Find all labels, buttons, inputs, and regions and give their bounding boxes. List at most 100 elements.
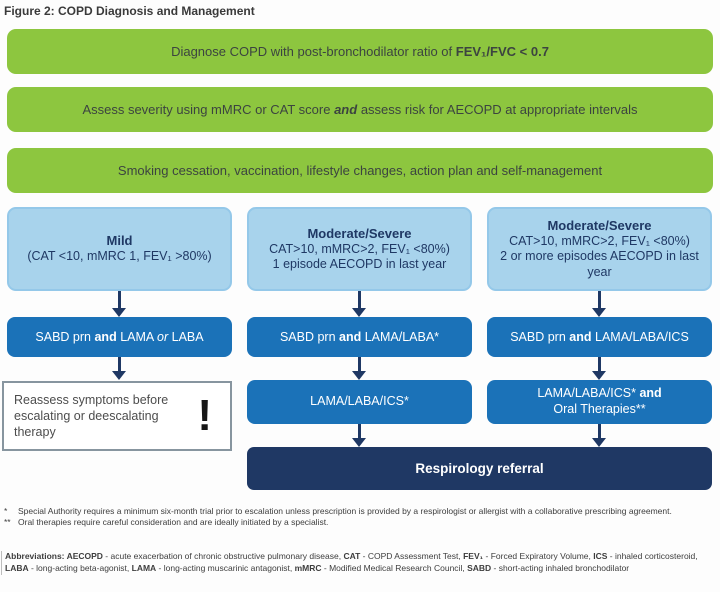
arrow-stem: [357, 291, 361, 308]
reassess-warning-box: Reassess symptoms before escalating or d…: [2, 381, 232, 451]
abbr-def: - COPD Assessment Test,: [360, 551, 464, 561]
text-segment: SABD prn: [510, 330, 570, 344]
footnote-text: Oral therapies require careful considera…: [18, 517, 329, 528]
down-arrow: [592, 357, 606, 380]
figure-title: Figure 2: COPD Diagnosis and Management: [4, 4, 255, 18]
arrow-stem: [597, 291, 601, 308]
abbr-term: FEV₁: [463, 551, 484, 561]
treatment-box-moderate-2: SABD prn and LAMA/LABA/ICS: [487, 317, 712, 357]
text-segment: assess risk for AECOPD at appropriate in…: [357, 102, 638, 117]
escalation-box-moderate-1: LAMA/LABA/ICS*: [247, 380, 472, 424]
abbr-term: ICS: [593, 551, 608, 561]
text-segment: LAMA/LABA/ICS: [591, 330, 689, 344]
text-segment-bold: and: [94, 330, 117, 344]
footnotes: * Special Authority requires a minimum s…: [4, 506, 706, 529]
text-segment: LAMA: [116, 330, 158, 344]
down-arrow: [592, 291, 606, 317]
abbr-def: - acute exacerbation of chronic obstruct…: [102, 551, 344, 561]
arrow-head: [592, 308, 606, 317]
text-segment-bold-italic: and: [334, 102, 358, 117]
arrow-stem: [357, 357, 361, 371]
text-segment-bold: and: [569, 330, 592, 344]
abbr-term: mMRC: [294, 562, 322, 573]
reassess-text: Reassess symptoms before escalating or d…: [14, 392, 169, 440]
footnote-text: Special Authority requires a minimum six…: [18, 506, 672, 516]
abbreviations-block: Abbreviations: AECOPD - acute exacerbati…: [1, 551, 705, 575]
escalation-text: LAMA/LABA/ICS*: [310, 394, 409, 410]
arrow-stem: [357, 424, 361, 438]
criteria-box-mild: Mild (CAT <10, mMRC 1, FEV₁ >80%): [7, 207, 232, 291]
footnote-marker: *: [4, 506, 8, 516]
text-segment-italic: or: [157, 330, 169, 344]
criteria-line: CAT>10, mMRC>2, FEV₁ <80%): [269, 241, 450, 256]
step-assess-text: Assess severity using mMRC or CAT score …: [82, 102, 637, 117]
text-segment: Oral Therapies**: [553, 402, 646, 416]
down-arrow: [352, 357, 366, 380]
criteria-box-moderate-2: Moderate/Severe CAT>10, mMRC>2, FEV₁ <80…: [487, 207, 712, 291]
treatment-box-moderate-1: SABD prn and LAMA/LABA*: [247, 317, 472, 357]
criteria-line: CAT>10, mMRC>2, FEV₁ <80%): [509, 234, 690, 249]
text-segment: LAMA/LABA/ICS*: [537, 386, 640, 401]
abbr-def: - Modified Medical Research Council,: [321, 562, 468, 573]
criteria-line: 1 episode AECOPD in last year: [272, 256, 447, 271]
abbr-def: - long-acting beta-agonist,: [28, 562, 132, 573]
abbr-def: - Forced Expiratory Volume,: [483, 551, 594, 561]
criteria-line: 2 or more episodes AECOPD in last year: [500, 249, 699, 279]
treatment-text: SABD prn and LAMA/LABA/ICS: [510, 330, 689, 344]
arrow-stem: [597, 357, 601, 371]
down-arrow: [592, 424, 606, 447]
text-segment: Assess severity using mMRC or CAT score: [82, 102, 335, 117]
arrow-head: [352, 371, 366, 380]
text-segment: LAMA/LABA*: [361, 330, 440, 344]
abbr-def: - inhaled corticosteroid,: [607, 551, 698, 561]
footnote-1: * Special Authority requires a minimum s…: [4, 506, 706, 517]
treatment-text: SABD prn and LAMA/LABA*: [280, 330, 439, 344]
footnote-2: ** Oral therapies require careful consid…: [4, 517, 706, 528]
text-segment: SABD prn: [35, 330, 95, 344]
abbr-def: - long-acting muscarinic antagonist,: [156, 562, 295, 573]
abbr-term: CAT: [343, 551, 361, 561]
arrow-head: [592, 438, 606, 447]
step-lifestyle-text: Smoking cessation, vaccination, lifestyl…: [118, 163, 602, 178]
arrow-head: [352, 438, 366, 447]
referral-box: Respirology referral: [247, 447, 712, 490]
treatment-text: SABD prn and LAMA or LABA: [35, 330, 203, 344]
severity-title: Mild: [106, 233, 133, 249]
text-segment: SABD prn: [279, 330, 339, 344]
arrow-head: [352, 308, 366, 317]
arrow-head: [112, 371, 126, 380]
abbr-def: - short-acting inhaled bronchodilator: [491, 562, 630, 573]
footnote-marker: **: [4, 517, 11, 528]
abbr-term: SABD: [467, 562, 492, 573]
abbr-term: LAMA: [131, 562, 157, 573]
arrow-stem: [597, 424, 601, 438]
abbr-term: LABA: [5, 562, 29, 573]
referral-label: Respirology referral: [415, 461, 544, 476]
arrow-stem: [117, 291, 121, 308]
text-segment-bold: FEV₁/FVC < 0.7: [455, 44, 549, 59]
text-segment: LABA: [168, 330, 204, 344]
down-arrow: [352, 291, 366, 317]
criteria-line: (CAT <10, mMRC 1, FEV₁ >80%): [27, 249, 212, 264]
step-diagnose-text: Diagnose COPD with post-bronchodilator r…: [171, 44, 549, 59]
text-segment: Smoking cessation, vaccination, lifestyl…: [117, 163, 603, 178]
text-segment: Diagnose COPD with post-bronchodilator r…: [171, 44, 456, 59]
arrow-head: [592, 371, 606, 380]
arrow-head: [112, 308, 126, 317]
down-arrow: [112, 291, 126, 317]
text-segment-bold: and: [339, 330, 362, 344]
abbreviations-label: Abbreviations:: [5, 551, 67, 561]
text-segment-bold: and: [639, 386, 662, 401]
step-lifestyle-bar: Smoking cessation, vaccination, lifestyl…: [7, 148, 713, 193]
severity-title: Moderate/Severe: [307, 225, 412, 241]
exclamation-icon: !: [197, 391, 212, 440]
down-arrow: [112, 357, 126, 380]
severity-title: Moderate/Severe: [547, 218, 652, 234]
treatment-box-mild: SABD prn and LAMA or LABA: [7, 317, 232, 357]
criteria-box-moderate-1: Moderate/Severe CAT>10, mMRC>2, FEV₁ <80…: [247, 207, 472, 291]
step-assess-bar: Assess severity using mMRC or CAT score …: [7, 87, 713, 132]
down-arrow: [352, 424, 366, 447]
step-diagnose-bar: Diagnose COPD with post-bronchodilator r…: [7, 29, 713, 74]
